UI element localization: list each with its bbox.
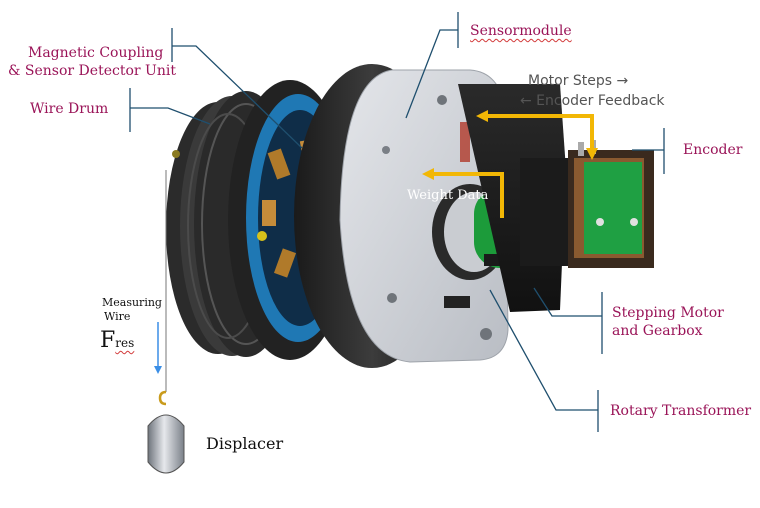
label-stepping-motor-2: and Gearbox <box>612 323 703 339</box>
label-displacer: Displacer <box>206 434 284 453</box>
label-encoder: Encoder <box>683 142 743 158</box>
label-measuring-2: Wire <box>104 310 131 323</box>
encoder-unit <box>568 140 654 268</box>
label-magnetic-coupling-1: Magnetic Coupling <box>28 45 164 61</box>
label-measuring-1: Measuring <box>102 296 162 309</box>
motor-steps-arrow <box>486 114 594 150</box>
weight-data-arrow <box>432 172 504 218</box>
label-stepping-motor-1: Stepping Motor <box>612 305 724 321</box>
label-weight-data: Weight Data <box>407 188 489 203</box>
label-motor-steps: Motor Steps → <box>528 73 629 89</box>
label-fres-main: F <box>100 328 116 353</box>
leader-lines <box>129 12 665 432</box>
label-encoder-feedback: ← Encoder Feedback <box>520 93 665 109</box>
displacer-hook <box>158 390 167 406</box>
label-rotary-transformer: Rotary Transformer <box>610 403 752 419</box>
label-fres: Fres <box>100 328 134 353</box>
label-magnetic-coupling-2: & Sensor Detector Unit <box>8 63 176 79</box>
label-sensormodule: Sensormodule <box>470 23 572 39</box>
label-fres-sub: res <box>115 336 135 350</box>
label-wire-drum: Wire Drum <box>30 101 109 117</box>
displacer-body <box>147 414 185 474</box>
